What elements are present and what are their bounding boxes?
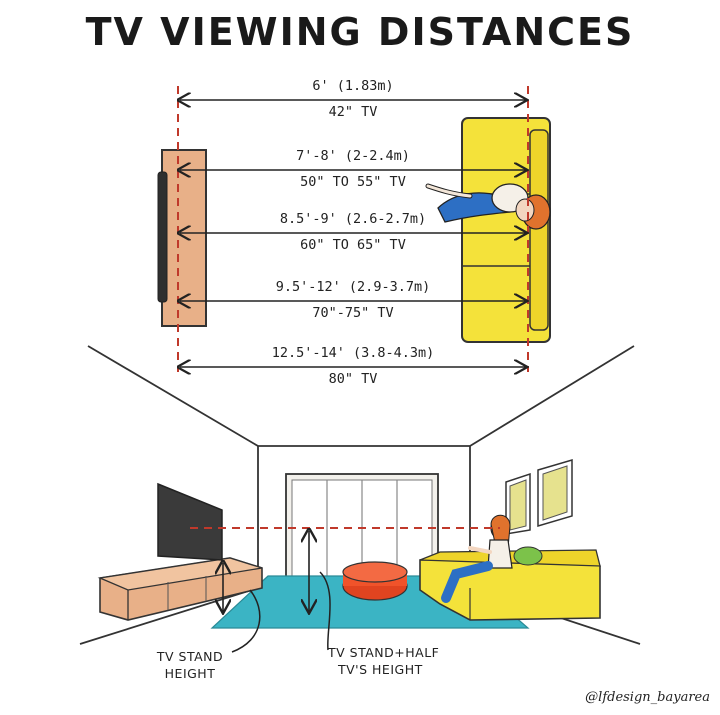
room-view	[79, 345, 641, 653]
plan-view	[157, 86, 551, 372]
tv-size-label-4: 70"-75" TV	[312, 305, 394, 321]
tv-size-label-3: 60" TO 65" TV	[300, 237, 406, 253]
wall-frames	[505, 458, 573, 535]
ottoman	[342, 561, 408, 601]
tv-size-label-5: 80" TV	[328, 371, 378, 387]
tv-stand-plan	[161, 149, 207, 327]
distance-label-4: 9.5'-12' (2.9-3.7m)	[275, 279, 431, 295]
stand-half-note: TV STAND+HALF TV'S HEIGHT	[328, 644, 488, 678]
distance-label-1: 6' (1.83m)	[312, 78, 394, 94]
tv-size-label-2: 50" TO 55" TV	[300, 174, 406, 190]
stand-height-callout	[231, 589, 261, 653]
tv-size-label-1: 42" TV	[328, 104, 378, 120]
stand-half-note-line2: TV'S HEIGHT	[338, 662, 423, 677]
person-room	[441, 514, 513, 603]
stand-half-note-line1: TV STAND+HALF	[328, 645, 440, 660]
distance-label-3: 8.5'-9' (2.6-2.7m)	[279, 211, 427, 227]
page-title: TV VIEWING DISTANCES	[85, 10, 635, 54]
stand-half-callout	[319, 571, 331, 651]
stand-height-note-line2: HEIGHT	[164, 666, 216, 681]
tv-room	[157, 482, 223, 561]
distance-label-5: 12.5'-14' (3.8-4.3m)	[271, 345, 435, 361]
distance-label-2: 7'-8' (2-2.4m)	[296, 148, 410, 164]
stand-height-note: TV STAND HEIGHT	[140, 648, 240, 682]
tv-screen-plan	[157, 171, 168, 303]
stand-height-note-line1: TV STAND	[156, 649, 224, 664]
credit-text: @lfdesign_bayarea	[585, 690, 710, 705]
